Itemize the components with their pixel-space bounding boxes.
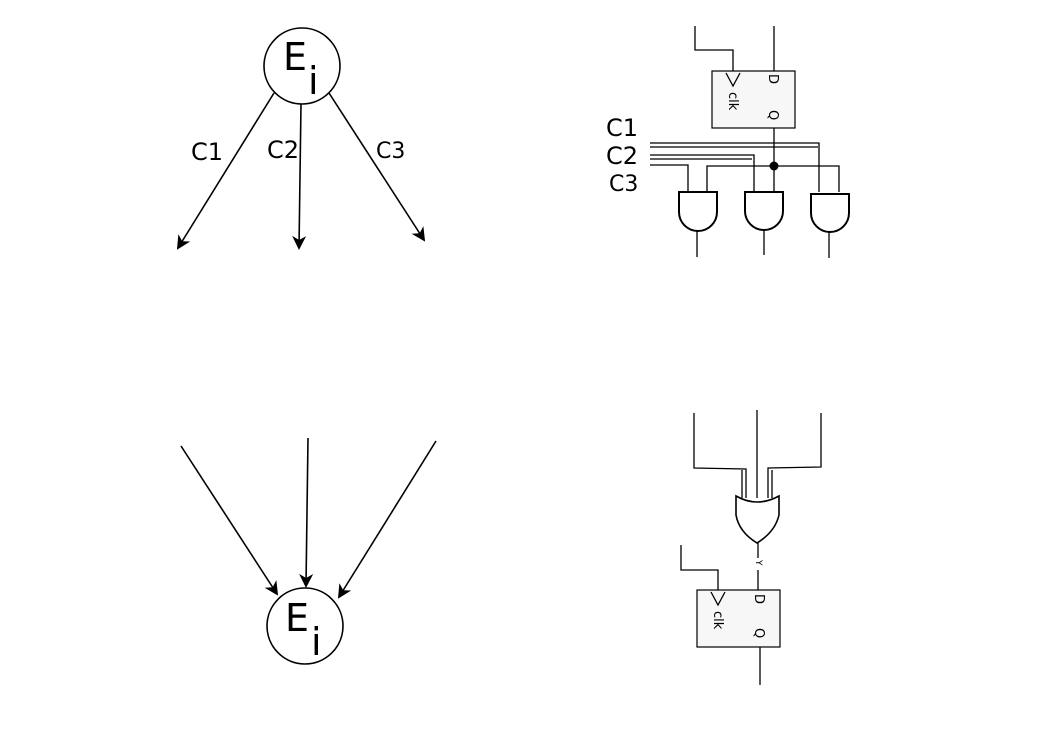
flipflop-and-circuit: clk D Q C1 C2 C3 bbox=[606, 26, 850, 258]
flipflop-bottom-clk-label: clk bbox=[710, 611, 725, 630]
or-input-wire-right bbox=[767, 413, 822, 498]
or-flipflop-circuit: Y clk D Q bbox=[680, 410, 822, 685]
state-node-bottom-label: E bbox=[285, 596, 309, 640]
q-bus-wire bbox=[706, 165, 840, 192]
transition-label-c3: C3 bbox=[376, 139, 405, 164]
incoming-arrow-center bbox=[299, 437, 314, 588]
state-node-bottom-subscript: i bbox=[311, 620, 322, 664]
flipflop-top-q-label: Q bbox=[765, 110, 780, 120]
clock-triangle-bottom bbox=[710, 591, 726, 607]
or-gate bbox=[735, 494, 780, 544]
or-input-wire-left bbox=[693, 413, 747, 498]
or-output-label-bg bbox=[754, 558, 763, 570]
state-node-top-label: E bbox=[283, 35, 307, 79]
state-node-top-subscript: i bbox=[308, 59, 319, 103]
state-node-top bbox=[263, 27, 341, 105]
c2-wire bbox=[650, 154, 755, 192]
state-in-diagram: E i bbox=[180, 437, 437, 665]
and-gate-3 bbox=[810, 193, 850, 233]
signal-label-c1: C1 bbox=[606, 114, 638, 142]
transition-label-c1: C1 bbox=[191, 138, 223, 166]
c1-wire bbox=[650, 142, 820, 192]
state-node-bottom bbox=[266, 587, 344, 665]
incoming-arrow-left bbox=[180, 445, 279, 596]
flipflop-bottom-q-label: Q bbox=[751, 628, 766, 638]
flipflop-top bbox=[711, 70, 796, 129]
clock-wire-bottom bbox=[680, 545, 719, 591]
incoming-arrow-right bbox=[337, 440, 437, 599]
c3-wire bbox=[650, 164, 689, 192]
flipflop-top-d-label: D bbox=[765, 74, 780, 84]
state-out-diagram: E i C1 C2 C3 bbox=[176, 27, 426, 250]
or-output-label: Y bbox=[753, 559, 763, 566]
transition-label-c2: C2 bbox=[267, 136, 299, 164]
transition-arrow-c1 bbox=[176, 92, 275, 250]
signal-label-c2: C2 bbox=[606, 142, 638, 170]
clock-triangle-top bbox=[725, 72, 741, 88]
flipflop-top-clk-label: clk bbox=[725, 92, 740, 111]
flipflop-bottom-d-label: D bbox=[751, 594, 766, 604]
and-gate-1 bbox=[678, 191, 718, 232]
transition-arrow-c3 bbox=[328, 92, 426, 242]
and-gate-2 bbox=[744, 191, 784, 231]
clock-wire-top bbox=[694, 26, 734, 72]
transition-arrow-c2 bbox=[292, 103, 307, 250]
flipflop-bottom bbox=[696, 589, 781, 648]
signal-label-c3: C3 bbox=[609, 172, 638, 197]
